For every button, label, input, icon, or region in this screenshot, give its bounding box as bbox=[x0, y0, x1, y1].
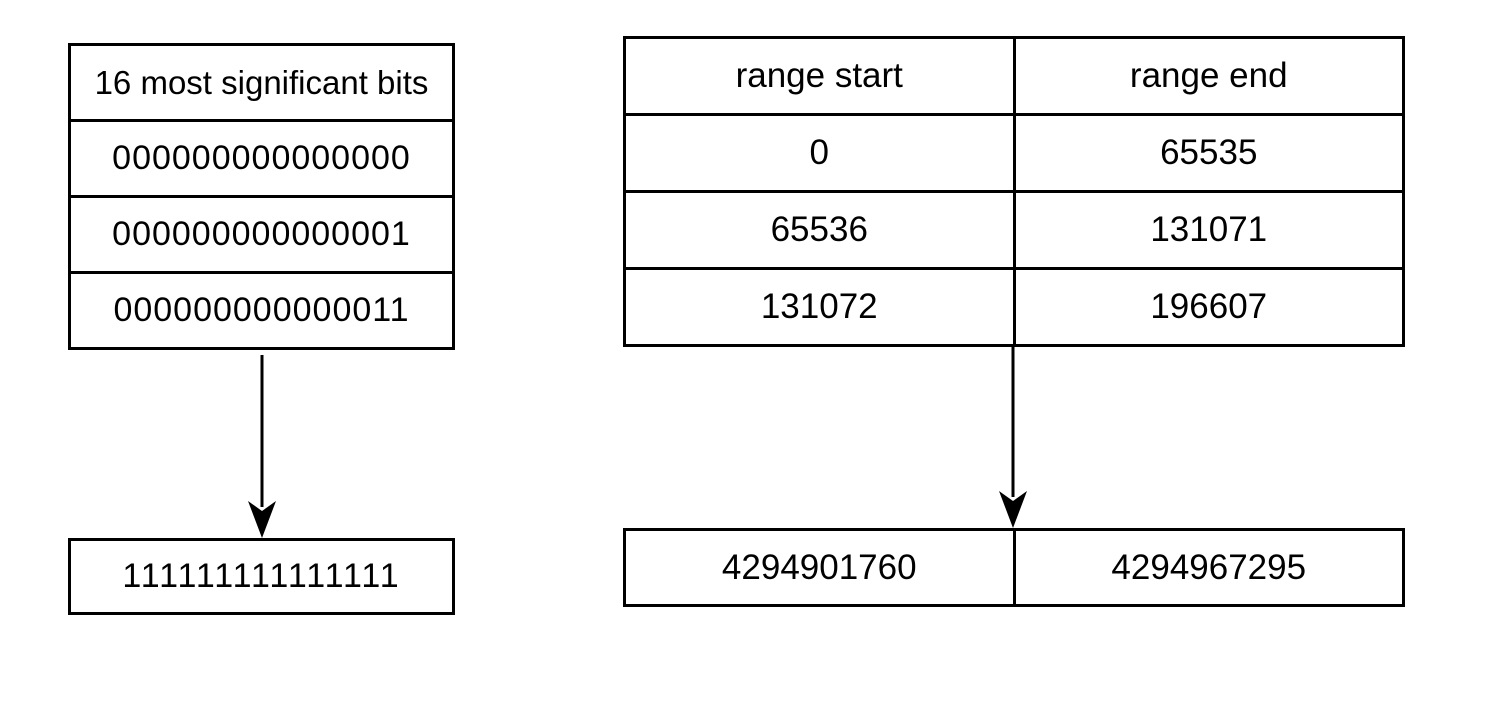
bits-table: 16 most significant bits 000000000000000… bbox=[68, 43, 455, 350]
bits-result-box: 111111111111111 bbox=[68, 538, 455, 615]
range-end-header: range end bbox=[1012, 39, 1403, 113]
range-start-header: range start bbox=[735, 56, 903, 95]
arrow-down-right bbox=[999, 345, 1027, 528]
range-end-cell: 65535 bbox=[1012, 116, 1403, 190]
bits-row-0: 000000000000000 bbox=[71, 119, 452, 195]
bits-table-header: 16 most significant bits bbox=[94, 63, 429, 101]
range-row-0: 0 65535 bbox=[626, 113, 1402, 190]
arrow-down-left bbox=[248, 355, 276, 538]
range-start-cell: 65536 bbox=[770, 210, 868, 249]
range-result-box: 4294901760 4294967295 bbox=[623, 528, 1405, 607]
range-row-1: 65536 131071 bbox=[626, 190, 1402, 267]
bits-row-2: 000000000000011 bbox=[71, 271, 452, 347]
range-row-2: 131072 196607 bbox=[626, 267, 1402, 344]
range-end-cell: 196607 bbox=[1012, 270, 1403, 344]
range-end-cell: 131071 bbox=[1012, 193, 1403, 267]
range-header-row: range start range end bbox=[626, 39, 1402, 113]
range-start-cell: 0 bbox=[809, 133, 829, 172]
range-result-start: 4294901760 bbox=[721, 547, 917, 587]
range-start-cell: 131072 bbox=[760, 287, 878, 326]
range-table: range start range end 0 65535 65536 1310… bbox=[623, 36, 1405, 347]
range-result-end: 4294967295 bbox=[1012, 531, 1403, 604]
bits-row-1: 000000000000001 bbox=[71, 195, 452, 271]
